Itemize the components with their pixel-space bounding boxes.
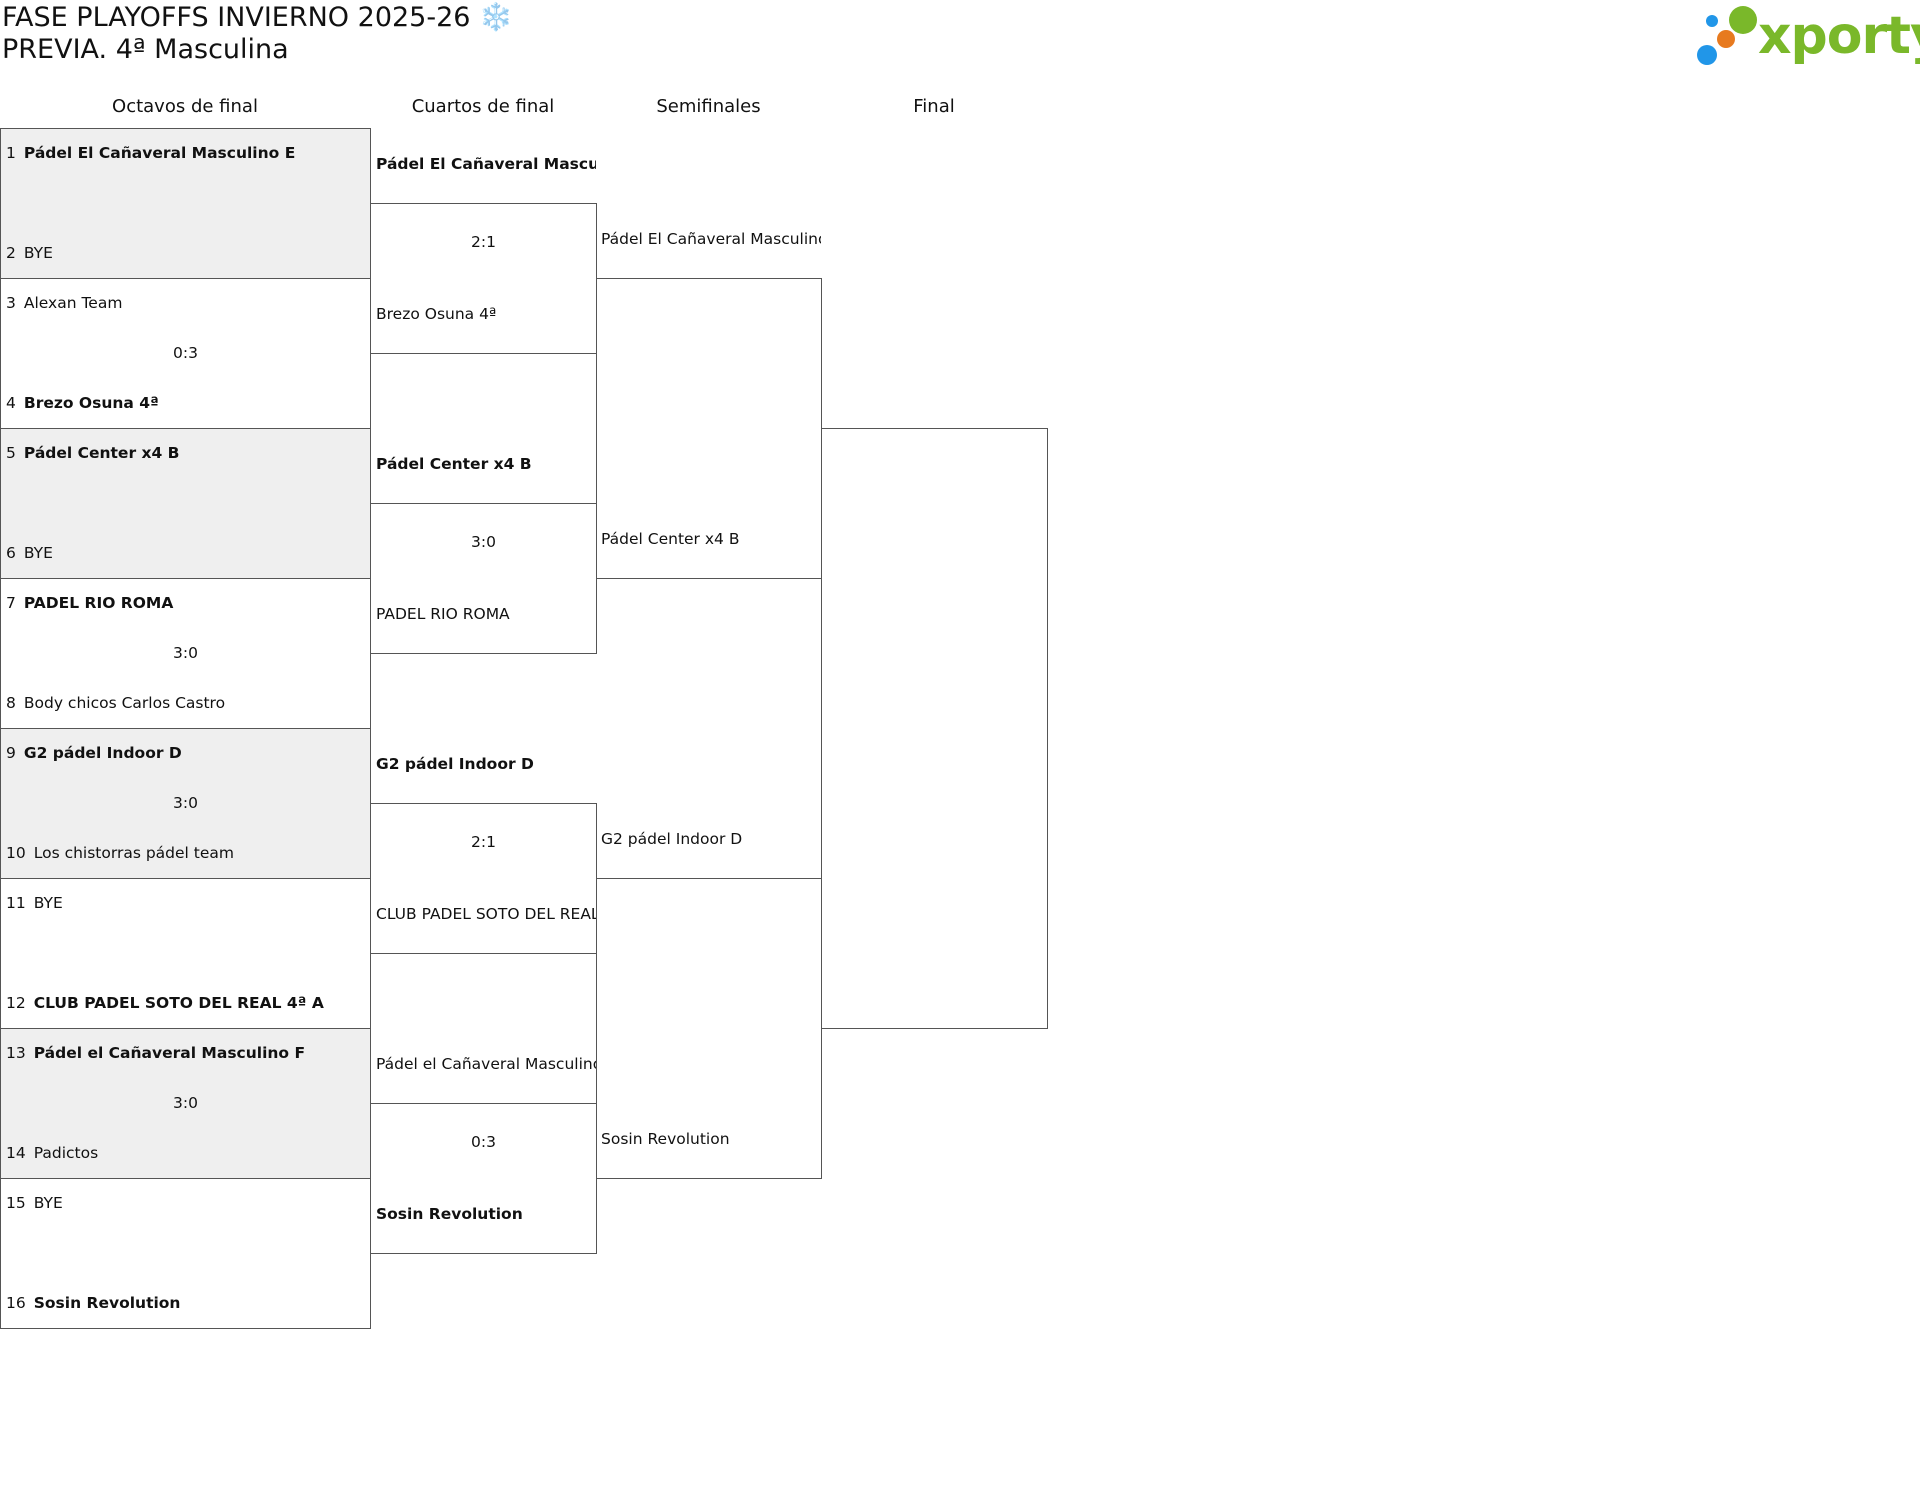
r16-match-4-bottom-entry[interactable]: 8 Body chicos Carlos Castro — [6, 693, 225, 713]
qf-4-bottom-team[interactable]: Sosin Revolution — [376, 1205, 523, 1223]
team-name: Padictos — [33, 1144, 99, 1162]
team-name: PADEL RIO ROMA — [23, 594, 174, 612]
r16-match-3[interactable]: 5 Pádel Center x4 B 6 BYE — [0, 428, 371, 579]
match-score: 3:0 — [173, 794, 198, 812]
r16-match-1-bottom-entry[interactable]: 2 BYE — [6, 243, 53, 263]
logo-dot-orange — [1717, 30, 1735, 48]
team-name: BYE — [23, 244, 53, 262]
team-name: BYE — [33, 894, 63, 912]
r16-match-7[interactable]: 13 Pádel el Cañaveral Masculino F 3:0 14 P… — [0, 1028, 371, 1179]
match-score: 0:3 — [173, 344, 198, 362]
seed-number: 2 — [6, 244, 16, 262]
logo-dot-blue-large — [1697, 45, 1717, 65]
match-score: 0:3 — [471, 1133, 496, 1151]
team-name: CLUB PADEL SOTO DEL REAL 4ª A — [33, 994, 324, 1012]
r16-match-6[interactable]: 11 BYE 12 CLUB PADEL SOTO DEL REAL 4ª A — [0, 878, 371, 1029]
r16-match-8-top-entry[interactable]: 15 BYE — [6, 1193, 63, 1213]
r16-match-1[interactable]: 1 Pádel El Cañaveral Masculino E 2 BYE — [0, 128, 371, 279]
r16-match-7-top-entry[interactable]: 13 Pádel el Cañaveral Masculino F — [6, 1043, 305, 1063]
team-name: Alexan Team — [23, 294, 123, 312]
team-name: Pádel el Cañaveral Masculino F — [33, 1044, 306, 1062]
team-name: Pádel Center x4 B — [23, 444, 180, 462]
r16-match-4[interactable]: 7 PADEL RIO ROMA 3:0 8 Body chicos Carlos … — [0, 578, 371, 729]
qf-3-bottom-team[interactable]: CLUB PADEL SOTO DEL REAL — [376, 905, 596, 923]
r16-match-8-bottom-entry[interactable]: 16 Sosin Revolution — [6, 1293, 180, 1313]
seed-number: 1 — [6, 144, 16, 162]
team-name: Pádel El Cañaveral Masculino E — [23, 144, 296, 162]
r16-match-3-bottom-entry[interactable]: 6 BYE — [6, 543, 53, 563]
seed-number: 3 — [6, 294, 16, 312]
r16-match-3-top-entry[interactable]: 5 Pádel Center x4 B — [6, 443, 179, 463]
team-name: Body chicos Carlos Castro — [23, 694, 226, 712]
r16-match-1-top-entry[interactable]: 1 Pádel El Cañaveral Masculino E — [6, 143, 295, 163]
qf-2-top-team[interactable]: Pádel Center x4 B — [376, 455, 532, 473]
r16-match-5-top-entry[interactable]: 9 G2 pádel Indoor D — [6, 743, 182, 763]
seed-number: 10 — [6, 844, 26, 862]
seed-number: 15 — [6, 1194, 26, 1212]
final-match[interactable] — [821, 428, 1048, 1029]
seed-number: 14 — [6, 1144, 26, 1162]
sf-1-bottom-team[interactable]: Pádel Center x4 B — [601, 530, 740, 548]
qf-match-3[interactable]: 2:1 — [370, 803, 597, 954]
logo-text: xporty — [1758, 6, 1920, 66]
qf-1-bottom-team[interactable]: Brezo Osuna 4ª — [376, 305, 497, 323]
xporty-logo[interactable]: xporty — [1695, 3, 1920, 69]
round-header-octavos: Octavos de final — [112, 96, 258, 117]
match-score: 3:0 — [173, 1094, 198, 1112]
page-subtitle: PREVIA. 4ª Masculina — [2, 34, 289, 65]
r16-match-8[interactable]: 15 BYE 16 Sosin Revolution — [0, 1178, 371, 1329]
seed-number: 5 — [6, 444, 16, 462]
qf-4-top-team[interactable]: Pádel el Cañaveral Masculino — [376, 1055, 596, 1073]
sf-1-top-team[interactable]: Pádel El Cañaveral Masculino — [601, 230, 821, 248]
logo-dot-blue-small — [1706, 15, 1718, 27]
seed-number: 13 — [6, 1044, 26, 1062]
seed-number: 12 — [6, 994, 26, 1012]
r16-match-6-top-entry[interactable]: 11 BYE — [6, 893, 63, 913]
team-name: Sosin Revolution — [33, 1294, 181, 1312]
team-name: BYE — [33, 1194, 63, 1212]
team-name: BYE — [23, 544, 53, 562]
match-score: 3:0 — [471, 533, 496, 551]
page-title: FASE PLAYOFFS INVIERNO 2025-26 ❄️ — [2, 2, 513, 33]
seed-number: 6 — [6, 544, 16, 562]
seed-number: 7 — [6, 594, 16, 612]
match-score: 3:0 — [173, 644, 198, 662]
r16-match-5[interactable]: 9 G2 pádel Indoor D 3:0 10 Los chistorras … — [0, 728, 371, 879]
sf-2-top-team[interactable]: G2 pádel Indoor D — [601, 830, 743, 848]
qf-3-top-team[interactable]: G2 pádel Indoor D — [376, 755, 534, 773]
team-name: G2 pádel Indoor D — [23, 744, 182, 762]
sf-match-2[interactable] — [596, 878, 822, 1179]
seed-number: 11 — [6, 894, 26, 912]
match-score: 2:1 — [471, 833, 496, 851]
seed-number: 9 — [6, 744, 16, 762]
qf-match-4[interactable]: 0:3 — [370, 1103, 597, 1254]
r16-match-2-bottom-entry[interactable]: 4 Brezo Osuna 4ª — [6, 393, 159, 413]
qf-1-top-team[interactable]: Pádel El Cañaveral Masculino — [376, 155, 596, 173]
r16-match-7-bottom-entry[interactable]: 14 Padictos — [6, 1143, 98, 1163]
round-header-cuartos: Cuartos de final — [411, 96, 555, 117]
match-score: 2:1 — [471, 233, 496, 251]
round-header-semifinales: Semifinales — [656, 96, 761, 117]
round-header-final: Final — [913, 96, 955, 117]
seed-number: 8 — [6, 694, 16, 712]
team-name: Los chistorras pádel team — [33, 844, 235, 862]
r16-match-2-top-entry[interactable]: 3 Alexan Team — [6, 293, 122, 313]
r16-match-2[interactable]: 3 Alexan Team 0:3 4 Brezo Osuna 4ª — [0, 278, 371, 429]
seed-number: 4 — [6, 394, 16, 412]
qf-2-bottom-team[interactable]: PADEL RIO ROMA — [376, 605, 510, 623]
sf-2-bottom-team[interactable]: Sosin Revolution — [601, 1130, 730, 1148]
qf-match-1[interactable]: 2:1 — [370, 203, 597, 354]
r16-match-6-bottom-entry[interactable]: 12 CLUB PADEL SOTO DEL REAL 4ª A — [6, 993, 324, 1013]
qf-match-2[interactable]: 3:0 — [370, 503, 597, 654]
sf-match-1[interactable] — [596, 278, 822, 579]
r16-match-5-bottom-entry[interactable]: 10 Los chistorras pádel team — [6, 843, 234, 863]
logo-dot-green — [1729, 6, 1757, 34]
team-name: Brezo Osuna 4ª — [23, 394, 159, 412]
seed-number: 16 — [6, 1294, 26, 1312]
r16-match-4-top-entry[interactable]: 7 PADEL RIO ROMA — [6, 593, 173, 613]
